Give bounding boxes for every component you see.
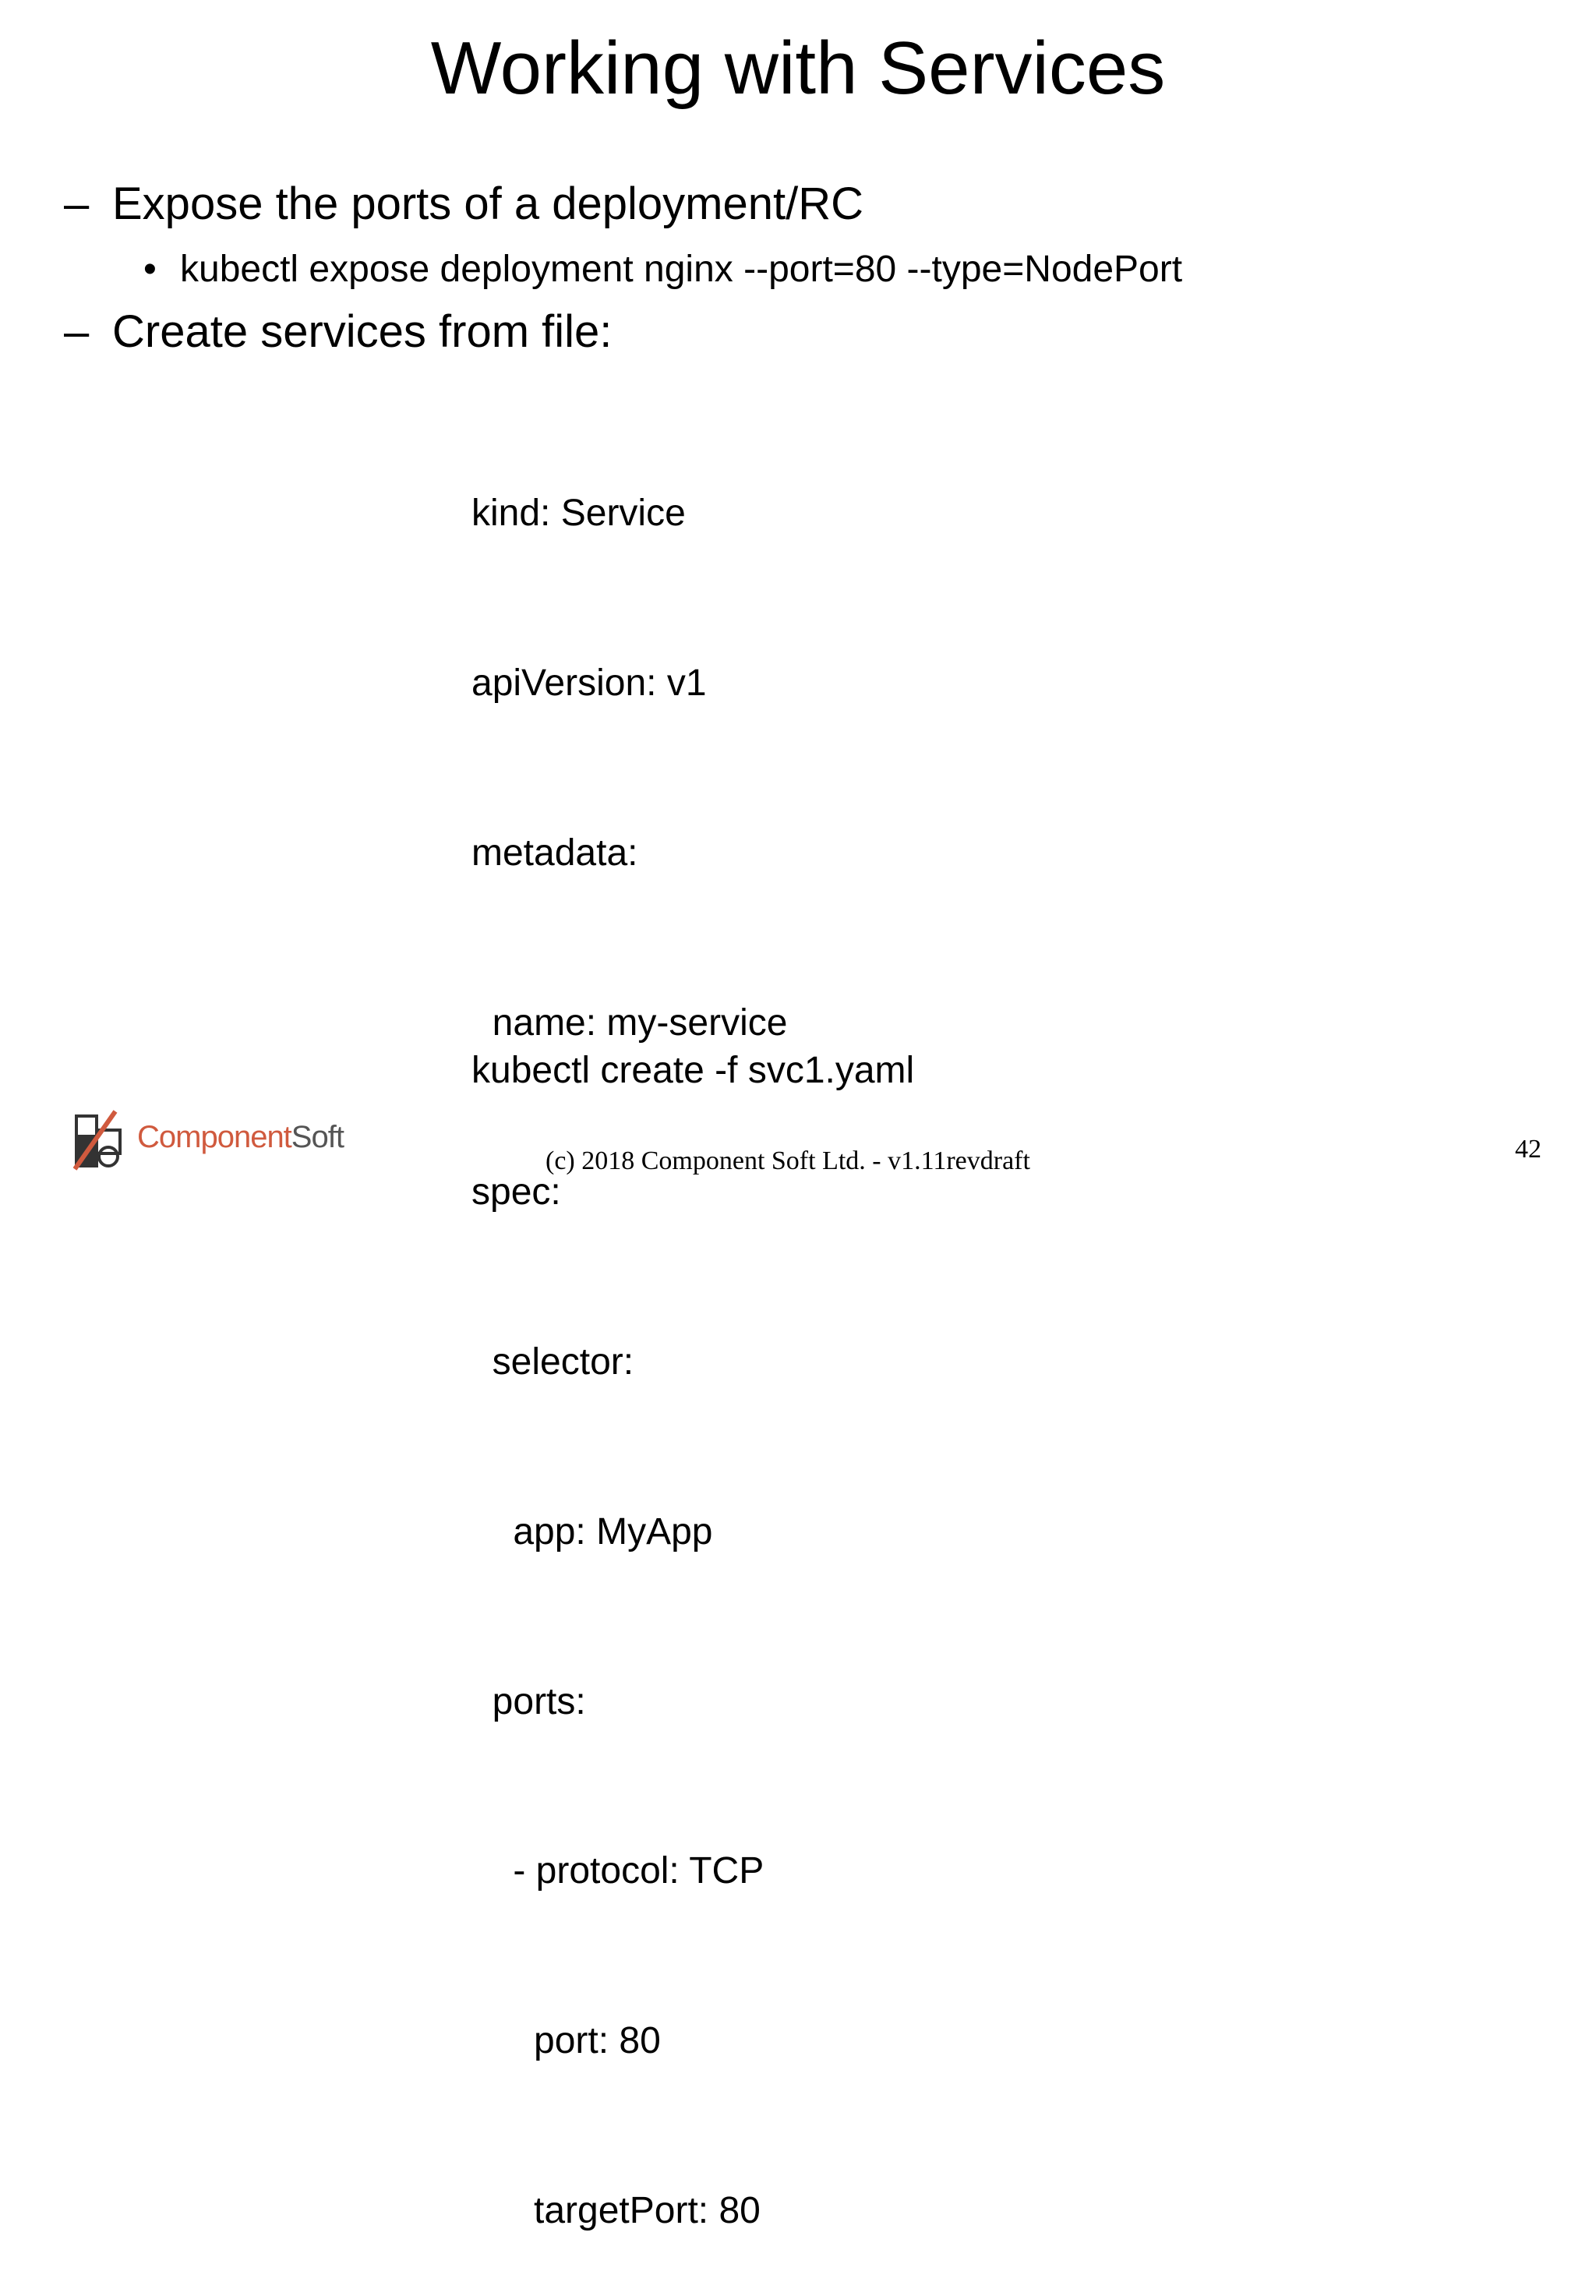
logo-mark-icon (73, 1110, 122, 1171)
bullet-text: Expose the ports of a deployment/RC (112, 178, 863, 229)
code-line: selector: (471, 1341, 634, 1383)
page-number: 42 (1515, 1135, 1541, 1164)
kubectl-create-command: kubectl create -f svc1.yaml (471, 1050, 915, 1091)
bullet-dash: – (64, 306, 90, 357)
code-line: metadata: (471, 832, 638, 874)
component-soft-logo: ComponentSoft (73, 1110, 346, 1172)
code-line: app: MyApp (471, 1510, 713, 1552)
logo-word-component: Component (137, 1120, 292, 1154)
slide-title: Working with Services (430, 26, 1166, 110)
logo-word-soft: Soft (291, 1120, 344, 1154)
bullet-dash: – (64, 178, 90, 229)
sub-bullet-text: kubectl expose deployment nginx --port=8… (180, 249, 1183, 290)
yaml-code-block: kind: Service apiVersion: v1 metadata: n… (471, 373, 787, 2296)
bullet-text: Create services from file: (112, 306, 613, 357)
code-line: port: 80 (471, 2020, 661, 2062)
footer-copyright: (c) 2018 Component Soft Ltd. - v1.11revd… (546, 1146, 1030, 1175)
logo-wordmark: ComponentSoft (137, 1118, 344, 1157)
code-line: targetPort: 80 (471, 2190, 761, 2231)
code-line: name: my-service (471, 1001, 788, 1044)
code-line: kind: Service (471, 493, 686, 535)
code-line: apiVersion: v1 (471, 662, 707, 704)
code-line: ports: (471, 1680, 586, 1722)
code-line: - protocol: TCP (471, 1850, 764, 1892)
bullet-dot: • (143, 249, 157, 290)
